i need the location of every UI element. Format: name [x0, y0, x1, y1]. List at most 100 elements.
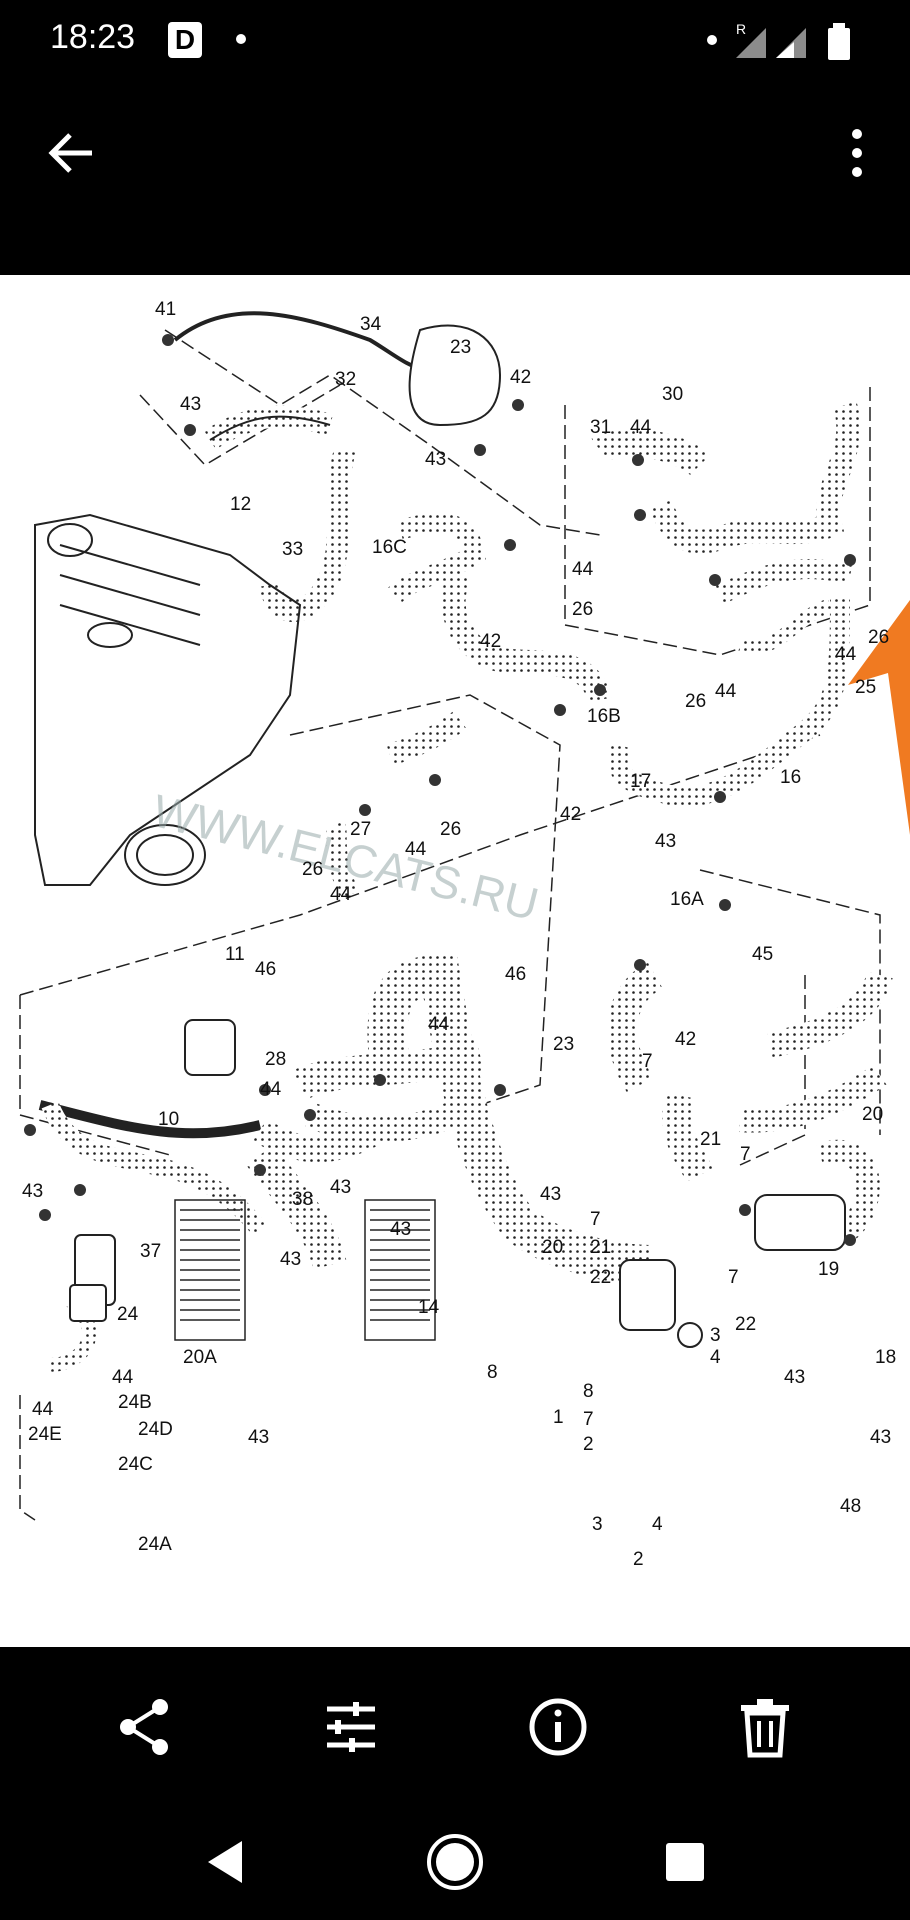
info-icon[interactable] — [520, 1689, 596, 1765]
callout-label: 14 — [418, 1297, 440, 1318]
signal-icon — [736, 28, 766, 58]
callout-label: 12 — [230, 494, 251, 515]
callout-label: 43 — [330, 1177, 351, 1198]
app-bar — [0, 80, 910, 275]
dnd-badge: D — [168, 22, 202, 58]
callout-label: 24B — [118, 1392, 152, 1413]
callout-label: 42 — [675, 1029, 696, 1050]
callout-label: 34 — [360, 314, 382, 335]
callout-label: 20 — [862, 1104, 883, 1125]
callout-label: 7 — [642, 1051, 653, 1072]
callout-label: 3 — [592, 1514, 603, 1535]
callout-label: 32 — [335, 369, 356, 390]
callout-label: 7 — [740, 1144, 751, 1165]
signal-icon — [776, 28, 806, 58]
callout-label: 26 — [302, 859, 323, 880]
callout-label: 22 — [735, 1314, 756, 1335]
callout-label: 26 — [572, 599, 593, 620]
tune-icon[interactable] — [313, 1689, 389, 1765]
nav-back-icon[interactable] — [190, 1827, 260, 1897]
callout-label: 8 — [487, 1362, 498, 1383]
callout-label: 4 — [710, 1347, 721, 1368]
callout-label: 27 — [350, 819, 371, 840]
callout-label: 38 — [292, 1189, 313, 1210]
callout-label: 41 — [155, 299, 176, 320]
callout-label: 18 — [875, 1347, 896, 1368]
callout-label: 42 — [560, 804, 581, 825]
callout-label: 17 — [630, 771, 651, 792]
callout-label: 31 — [590, 417, 611, 438]
delete-icon[interactable] — [727, 1689, 803, 1765]
callout-label: 10 — [158, 1109, 179, 1130]
callout-label: 2 — [583, 1434, 594, 1455]
notification-dot-icon — [707, 35, 717, 45]
callout-label: 23 — [553, 1034, 574, 1055]
callout-label: 16B — [587, 706, 621, 727]
callout-label: 24 — [117, 1304, 139, 1325]
system-nav-bar — [0, 1807, 910, 1920]
callout-label: 44 — [405, 839, 427, 860]
callout-label: 16A — [670, 889, 704, 910]
callout-label: 30 — [662, 384, 683, 405]
callout-label: 4 — [652, 1514, 663, 1535]
notification-dot — [236, 34, 246, 44]
callout-label: 21 — [700, 1129, 721, 1150]
cooling-system-diagram: WWW.ELCATS.RU 41 34 23 42 32 43 43 30 31… — [19, 299, 910, 1570]
callout-label: 48 — [840, 1496, 861, 1517]
callout-label: 33 — [282, 539, 303, 560]
callout-label: 26 — [868, 627, 889, 648]
callout-label: 37 — [140, 1241, 161, 1262]
callout-label: 44 — [630, 417, 652, 438]
callout-label: 44 — [112, 1367, 134, 1388]
callout-label: 44 — [572, 559, 594, 580]
arrow-left-icon[interactable] — [38, 120, 104, 186]
callout-label: 46 — [505, 964, 526, 985]
callout-label: 44 — [428, 1014, 450, 1035]
callout-label: 28 — [265, 1049, 286, 1070]
roaming-indicator: R — [736, 21, 746, 37]
callout-label: 1 — [553, 1407, 564, 1428]
callout-label: 2 — [633, 1549, 644, 1570]
battery-icon — [828, 28, 850, 60]
callout-label: 3 — [710, 1325, 721, 1346]
accent-arrow — [848, 600, 910, 835]
callout-label: 26 — [685, 691, 706, 712]
callout-label: 11 — [225, 944, 245, 965]
callout-label: 16C — [372, 537, 407, 558]
share-icon[interactable] — [106, 1689, 182, 1765]
callout-label: 19 — [818, 1259, 839, 1280]
callout-label: 43 — [390, 1219, 411, 1240]
callout-label: 46 — [255, 959, 276, 980]
callout-label: 25 — [855, 677, 876, 698]
callout-label: 44 — [715, 681, 737, 702]
watermark-text: WWW.ELCATS.RU — [148, 784, 544, 930]
nav-recents-icon[interactable] — [650, 1827, 720, 1897]
callout-label: 24A — [138, 1534, 172, 1555]
callout-label: 42 — [480, 631, 501, 652]
callout-label: 16 — [780, 767, 801, 788]
nav-home-icon[interactable] — [420, 1827, 490, 1897]
callout-label: 8 — [583, 1381, 594, 1402]
callout-label: 44 — [330, 884, 352, 905]
callout-label: 44 — [835, 644, 857, 665]
callout-label: 43 — [280, 1249, 301, 1270]
status-icons: R — [707, 21, 850, 60]
callout-label: 7 — [590, 1209, 601, 1230]
callout-label: 26 — [440, 819, 461, 840]
callout-label: 7 — [728, 1267, 739, 1288]
callout-label: 43 — [248, 1427, 269, 1448]
image-viewer[interactable]: WWW.ELCATS.RU 41 34 23 42 32 43 43 30 31… — [0, 275, 910, 1647]
callout-label: 44 — [32, 1399, 54, 1420]
callout-label: 43 — [22, 1181, 43, 1202]
more-vert-icon[interactable] — [832, 120, 882, 186]
callout-label: 43 — [425, 449, 446, 470]
callout-label: 43 — [784, 1367, 805, 1388]
callout-label: 20 — [542, 1237, 563, 1258]
callout-label: 7 — [583, 1409, 594, 1430]
callout-label: 44 — [260, 1079, 282, 1100]
callout-label: 20A — [183, 1347, 217, 1368]
callout-label: 43 — [180, 394, 201, 415]
callout-label: 24D — [138, 1419, 173, 1440]
callout-label: 43 — [655, 831, 676, 852]
callout-label: 45 — [752, 944, 773, 965]
